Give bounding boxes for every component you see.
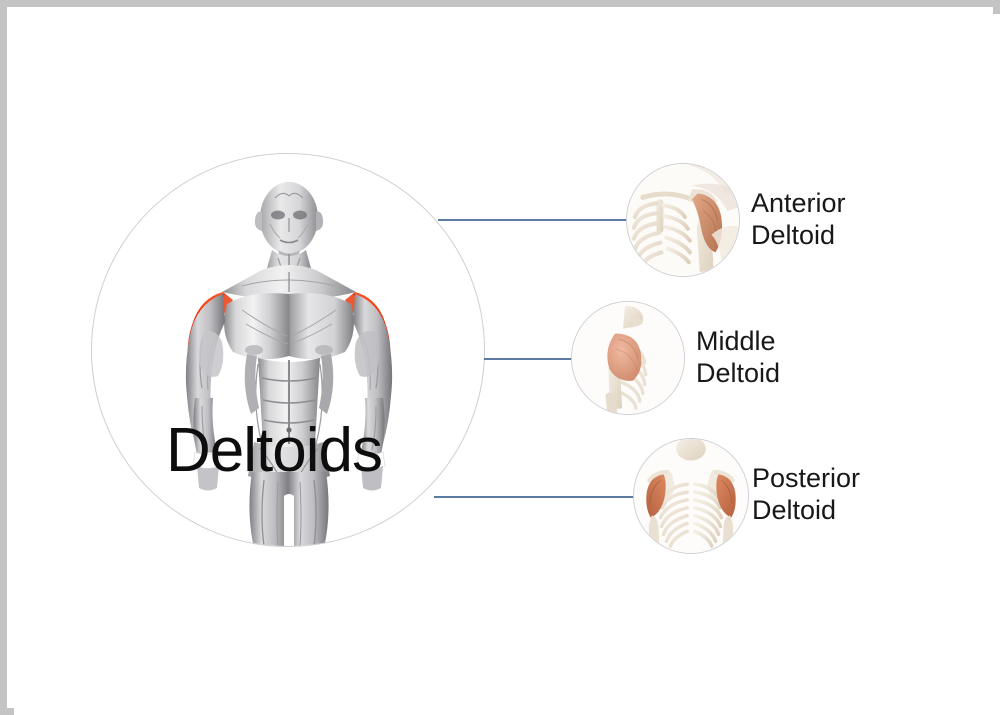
figure-left-arm <box>185 294 225 491</box>
callout-label-middle-line2: Deltoid <box>696 357 781 388</box>
figure-right-arm <box>353 294 393 491</box>
callout-label-posterior: Posterior Deltoid <box>752 463 860 527</box>
connector-line-posterior <box>434 496 636 498</box>
page-title: Deltoids <box>166 416 383 485</box>
figure-thighs <box>249 472 329 546</box>
callout-label-anterior: Anterior Deltoid <box>751 188 846 252</box>
callout-label-middle: Middle Deltoid <box>696 326 780 390</box>
callout-label-anterior-line2: Deltoid <box>751 219 836 250</box>
full-body-muscle-figure <box>185 182 393 546</box>
callout-circle-middle <box>571 301 685 415</box>
callout-label-middle-line1: Middle <box>696 326 776 356</box>
connector-line-anterior <box>438 219 634 221</box>
figure-head <box>254 182 324 262</box>
connector-line-middle <box>484 358 577 360</box>
main-anatomy-circle <box>91 153 485 547</box>
posterior-ribcage-skeleton-image <box>634 439 748 553</box>
anterior-shoulder-skeleton-image <box>627 164 739 276</box>
figure-pectorals <box>224 293 354 360</box>
callout-label-posterior-line1: Posterior <box>752 463 861 493</box>
figure-abdominals <box>244 354 334 448</box>
callout-circle-anterior <box>626 163 740 277</box>
callout-label-posterior-line2: Deltoid <box>752 494 837 525</box>
lateral-shoulder-skeleton-image <box>572 302 684 414</box>
callout-label-anterior-line1: Anterior <box>751 188 846 218</box>
callout-circle-posterior <box>633 438 749 554</box>
slide-canvas: Deltoids <box>14 14 1000 715</box>
figure-trapezius <box>222 265 356 300</box>
